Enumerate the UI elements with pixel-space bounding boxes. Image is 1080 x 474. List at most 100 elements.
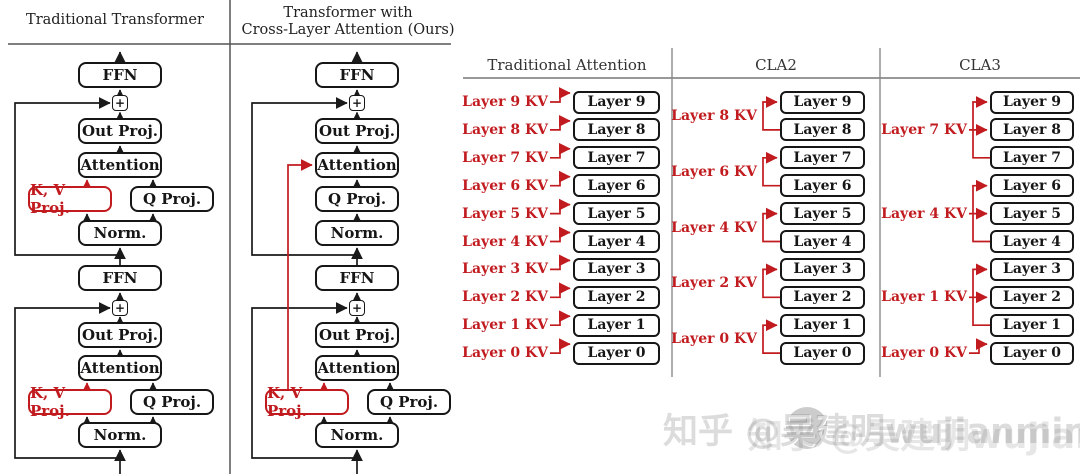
kv-cache-label: Layer 7 KV — [881, 121, 967, 138]
layer-box: Layer 3 — [573, 257, 660, 281]
layer-box: Layer 9 — [573, 90, 660, 114]
kv-cache-label: Layer 8 KV — [671, 107, 757, 124]
layer-box: Layer 4 — [573, 230, 660, 253]
layer-box: Layer 0 — [990, 341, 1074, 365]
attention-box: Attention — [78, 152, 162, 178]
kv-cache-label: Layer 1 KV — [881, 289, 967, 306]
ffn-box: FFN — [315, 265, 399, 291]
kv-cache-label: Layer 2 KV — [671, 275, 757, 292]
column-header-cla3: CLA3 — [959, 56, 1001, 74]
norm-box: Norm. — [315, 220, 399, 246]
kv-cache-label: Layer 5 KV — [462, 205, 548, 222]
out-proj-box: Out Proj. — [315, 322, 399, 348]
kv-connector — [550, 254, 571, 271]
layer-box: Layer 2 — [990, 285, 1074, 309]
kv-cache-label: Layer 2 KV — [462, 289, 548, 306]
kv-cache-label: Layer 6 KV — [462, 177, 548, 194]
kv-cache-label: Layer 0 KV — [671, 331, 757, 348]
layer-box: Layer 3 — [780, 257, 865, 281]
attention-box: Attention — [315, 152, 399, 178]
kv-cache-label: Layer 4 KV — [671, 219, 757, 236]
kv-cache-label: Layer 3 KV — [462, 261, 548, 278]
panel1-title: Traditional Transformer — [26, 12, 204, 28]
kv-connector — [762, 263, 780, 299]
kv-connector — [550, 282, 571, 299]
kv-connector — [762, 96, 780, 131]
layer-box: Layer 8 — [990, 118, 1074, 142]
kv-cache-label: Layer 8 KV — [462, 121, 548, 138]
ffn-box: FFN — [78, 62, 162, 88]
layer-box: Layer 7 — [573, 146, 660, 170]
attention-box: Attention — [315, 355, 399, 381]
kv-cache-label: Layer 9 KV — [462, 94, 548, 110]
residual-add-node: + — [349, 95, 365, 111]
norm-box: Norm. — [78, 422, 162, 448]
layer-box: Layer 1 — [780, 313, 865, 337]
kv-connector — [550, 87, 571, 103]
layer-box: Layer 2 — [780, 285, 865, 309]
residual-add-node: + — [112, 95, 128, 111]
layer-box: Layer 4 — [990, 230, 1074, 253]
kv-proj-box: K, V Proj. — [28, 181, 112, 217]
layer-box: Layer 2 — [573, 285, 660, 309]
kv-connector — [550, 142, 571, 159]
layer-box: Layer 3 — [990, 257, 1074, 281]
kv-connector — [550, 310, 571, 327]
column-header-cla2: CLA2 — [755, 56, 797, 74]
kv-cache-label: Layer 7 KV — [462, 149, 548, 166]
kv-connector — [762, 207, 780, 243]
layer-box: Layer 7 — [780, 146, 865, 170]
kv-cache-label: Layer 4 KV — [881, 205, 967, 222]
layer-box: Layer 8 — [780, 118, 865, 142]
kv-proj-box: K, V Proj. — [28, 384, 112, 420]
kv-proj-box: K, V Proj. — [265, 384, 349, 420]
layer-box: Layer 0 — [573, 341, 660, 365]
kv-connector — [550, 114, 571, 131]
kv-connector — [550, 170, 571, 187]
kv-cache-label: Layer 1 KV — [462, 317, 548, 334]
kv-connector — [762, 319, 780, 354]
kv-connector — [550, 198, 571, 215]
panel2-title-line1: Transformer with — [283, 5, 413, 21]
panel2-cross-layer-kv-arrows — [287, 159, 330, 395]
layer-box: Layer 5 — [990, 202, 1074, 226]
q-proj-box: Q Proj. — [130, 186, 214, 212]
layer-box: Layer 7 — [990, 146, 1074, 170]
layer-box: Layer 0 — [780, 341, 865, 365]
q-proj-box: Q Proj. — [315, 186, 399, 212]
ffn-box: FFN — [315, 62, 399, 88]
ffn-box: FFN — [78, 265, 162, 291]
layer-box: Layer 6 — [990, 174, 1074, 198]
panel1-arrows — [14, 51, 159, 474]
layer-box: Layer 1 — [573, 313, 660, 337]
layer-box: Layer 9 — [780, 90, 865, 114]
panel2-title-line2: Cross-Layer Attention (Ours) — [241, 22, 455, 38]
kv-connector — [969, 338, 988, 354]
layer-box: Layer 4 — [780, 230, 865, 253]
attention-box: Attention — [78, 355, 162, 381]
layer-box: Layer 8 — [573, 118, 660, 142]
layer-box: Layer 5 — [780, 202, 865, 226]
right-section-dividers — [463, 48, 1080, 377]
kv-connector — [550, 338, 571, 354]
norm-box: Norm. — [315, 422, 399, 448]
kv-cache-label: Layer 6 KV — [671, 163, 757, 180]
out-proj-box: Out Proj. — [78, 118, 162, 144]
column-header-traditional-attention: Traditional Attention — [487, 56, 647, 74]
norm-box: Norm. — [78, 220, 162, 246]
layer-box: Layer 6 — [573, 174, 660, 198]
kv-sharing-connectors — [550, 87, 990, 354]
residual-add-node: + — [112, 300, 128, 316]
kv-connector — [550, 226, 571, 243]
kv-connector — [762, 151, 780, 187]
out-proj-box: Out Proj. — [78, 322, 162, 348]
kv-cache-label: Layer 4 KV — [462, 233, 548, 250]
q-proj-box: Q Proj. — [367, 389, 451, 415]
panel2-arrows — [251, 51, 396, 474]
residual-add-node: + — [349, 300, 365, 316]
layer-box: Layer 6 — [780, 174, 865, 198]
kv-cache-label: Layer 0 KV — [462, 345, 548, 362]
layer-box: Layer 9 — [990, 90, 1074, 114]
